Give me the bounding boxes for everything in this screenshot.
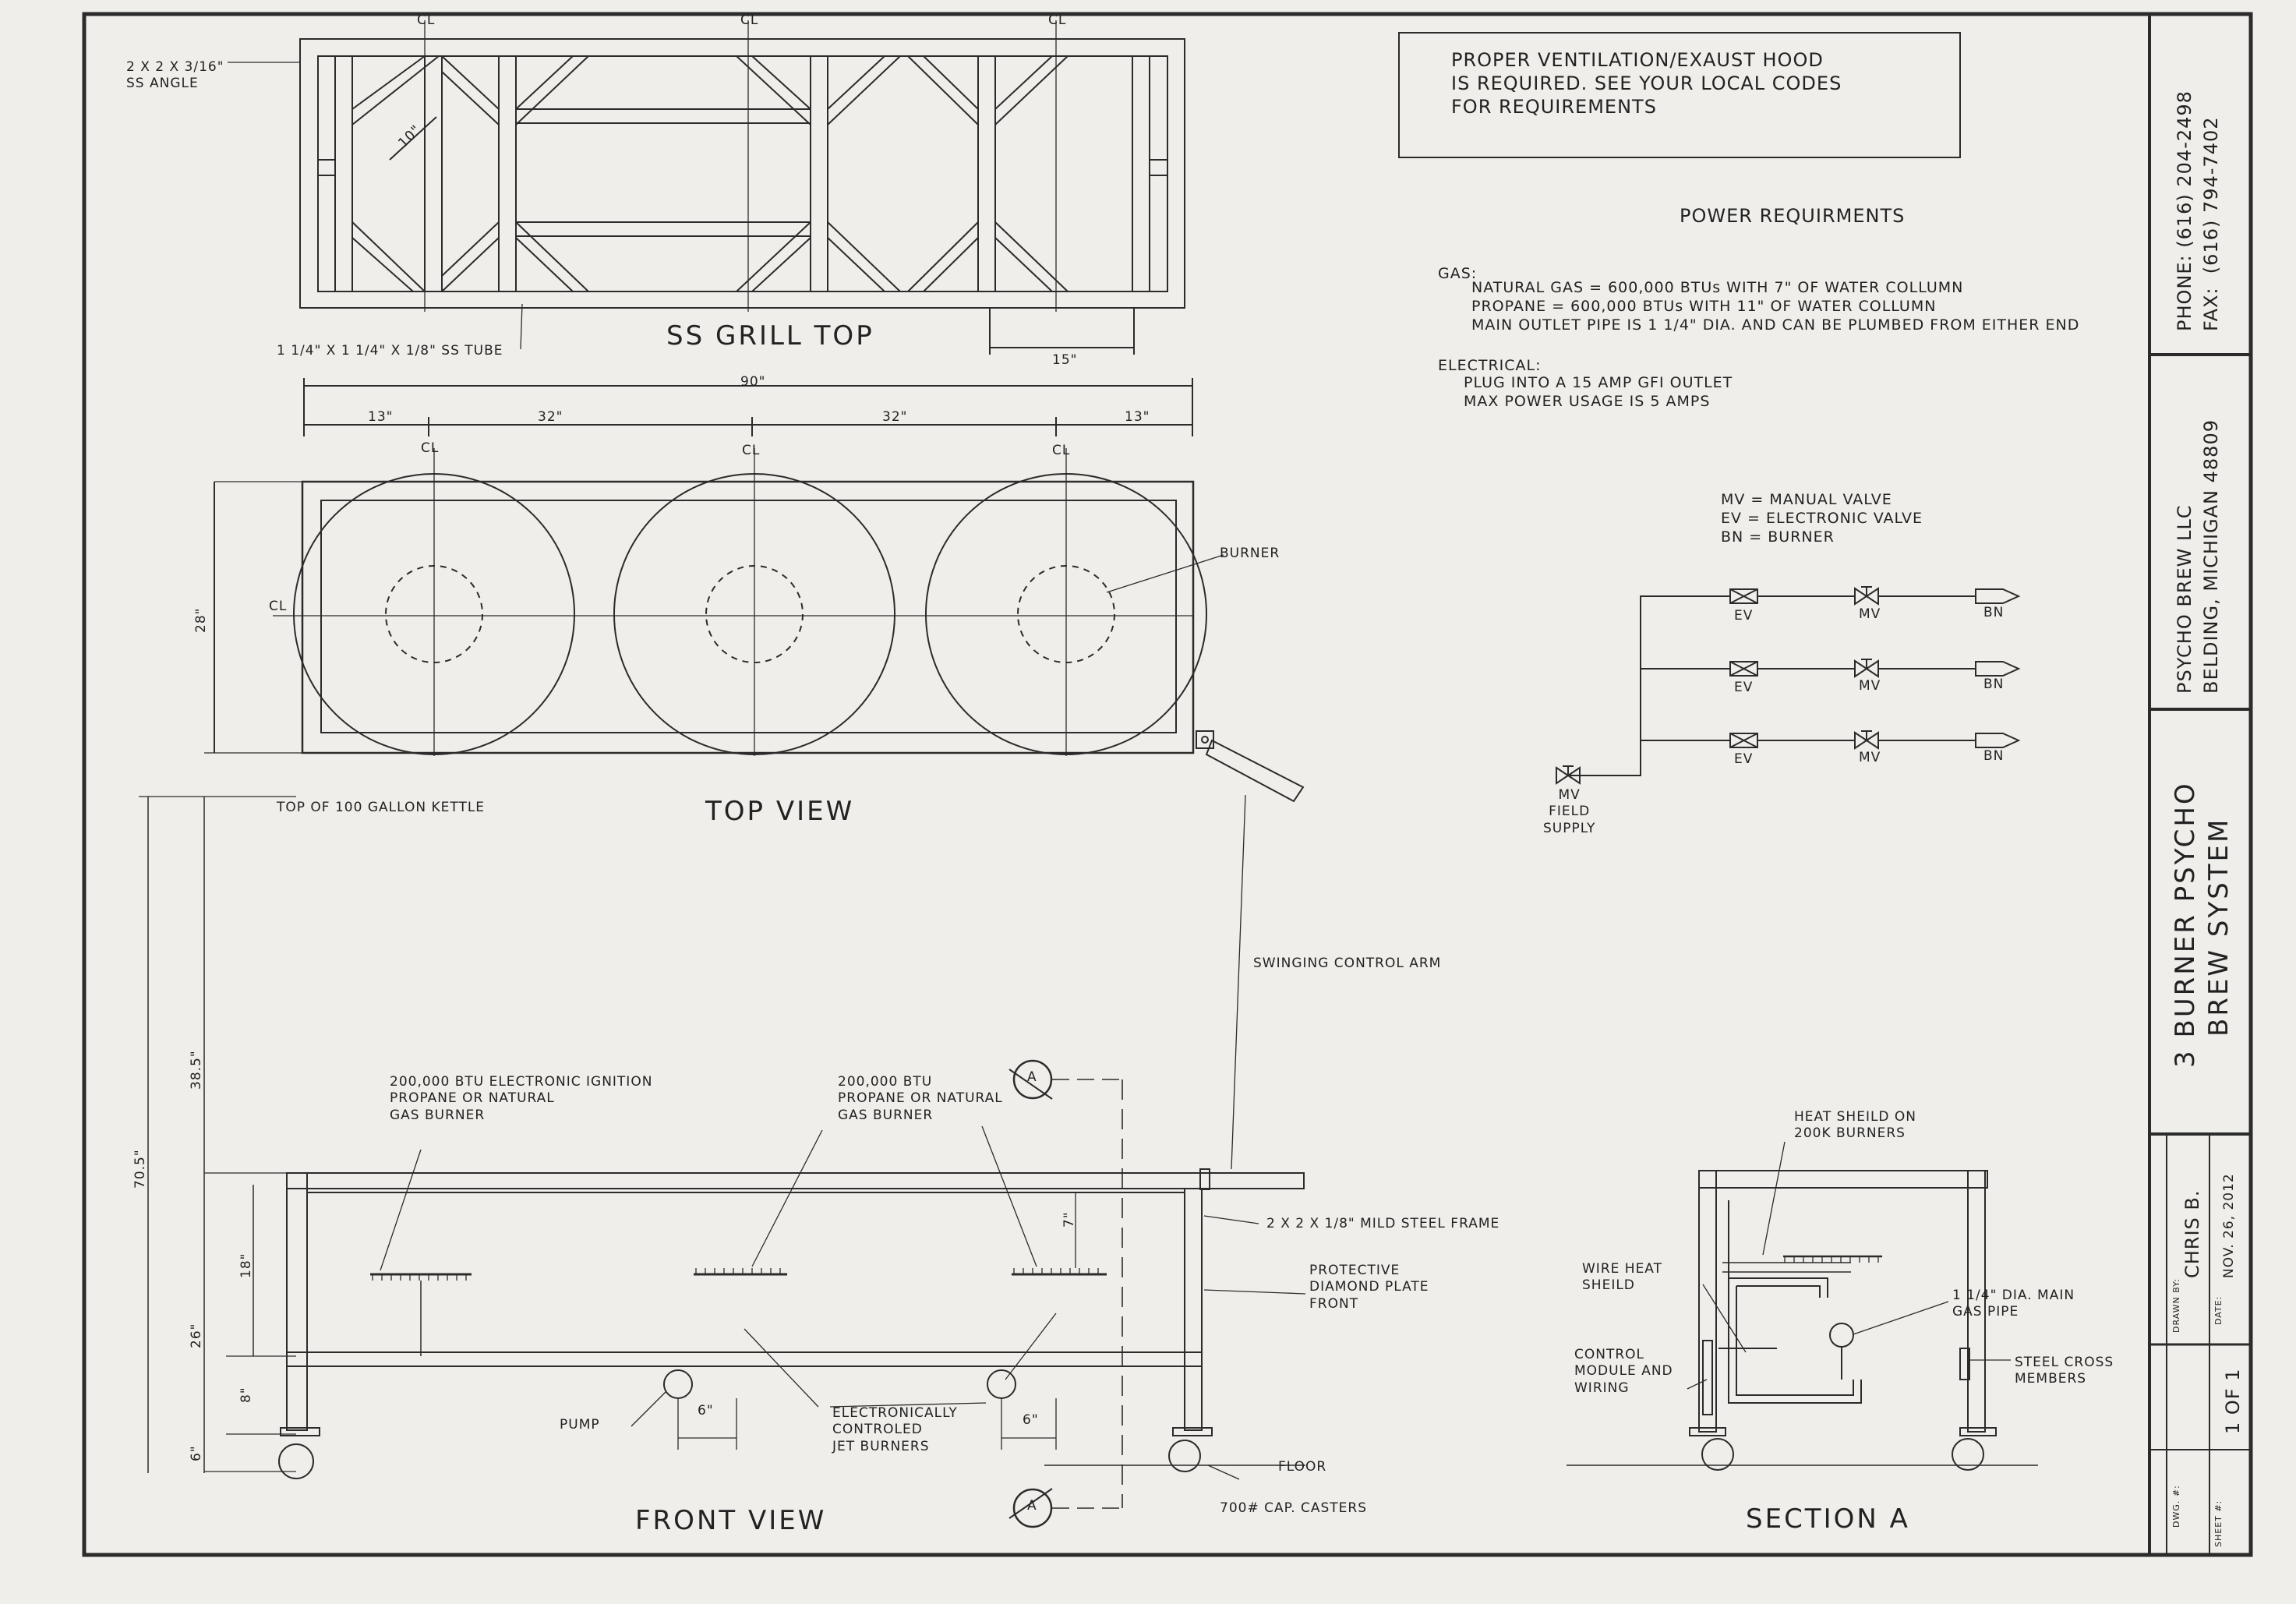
ev-label-1: EV bbox=[1734, 608, 1754, 624]
electronic-valve-symbols bbox=[1729, 588, 1758, 748]
company-address: BELDING, MICHIGAN 48809 bbox=[2200, 419, 2222, 694]
gas-schematic bbox=[1556, 586, 2021, 785]
top-cl-3: CL bbox=[1052, 443, 1071, 458]
date-label: DATE: bbox=[2213, 1295, 2224, 1325]
ss-angle-label: 2 X 2 X 3/16" SS ANGLE bbox=[126, 59, 224, 92]
mv-label-1: MV bbox=[1859, 606, 1881, 622]
ventilation-box bbox=[1398, 32, 1961, 158]
front-view-title: FRONT VIEW bbox=[635, 1505, 827, 1536]
swinging-arm-label: SWINGING CONTROL ARM bbox=[1253, 956, 1442, 971]
dim-6-vertical: 6" bbox=[189, 1445, 204, 1461]
steel-frame-label: 2 X 2 X 1/8" MILD STEEL FRAME bbox=[1266, 1216, 1500, 1231]
dim-38-5: 38.5" bbox=[189, 1050, 204, 1090]
project-title-line-2: BREW SYSTEM bbox=[2203, 817, 2234, 1037]
ev-label-3: EV bbox=[1734, 751, 1754, 767]
bn-label-3: BN bbox=[1983, 748, 2005, 764]
jet-burners-label: ELECTRONICALLY CONTROLED JET BURNERS bbox=[832, 1405, 958, 1454]
ss-tube-label: 1 1/4" X 1 1/4" X 1/8" SS TUBE bbox=[277, 343, 503, 359]
legend-mv: MV = MANUAL VALVE bbox=[1721, 491, 1892, 508]
mv-label-2: MV bbox=[1859, 678, 1881, 694]
section-marker-bottom: A bbox=[1027, 1498, 1037, 1514]
legend-bn: BN = BURNER bbox=[1721, 528, 1835, 546]
dim-7: 7" bbox=[1061, 1211, 1077, 1228]
fax-number: FAX: (616) 794-7402 bbox=[2200, 116, 2222, 331]
power-requirements-title: POWER REQUIRMENTS bbox=[1680, 205, 1906, 227]
dim-13-left: 13" bbox=[368, 409, 394, 425]
mv-label-3: MV bbox=[1859, 750, 1881, 765]
bn-label-1: BN bbox=[1983, 605, 2005, 620]
project-title-line-1: 3 BURNER PSYCHO bbox=[2170, 781, 2201, 1068]
section-a-drawing bbox=[1567, 1141, 2038, 1471]
dwg-number-label: DWG. #: bbox=[2171, 1485, 2181, 1528]
dim-70-5: 70.5" bbox=[132, 1149, 148, 1189]
burner-label: BURNER bbox=[1220, 546, 1280, 561]
section-marker-top: A bbox=[1027, 1069, 1037, 1085]
legend-ev: EV = ELECTRONIC VALVE bbox=[1721, 510, 1923, 527]
dim-depth-28: 28" bbox=[193, 607, 209, 633]
drawing-date: NOV. 26, 2012 bbox=[2221, 1173, 2237, 1278]
section-a-title: SECTION A bbox=[1746, 1503, 1910, 1535]
manual-valve-symbols bbox=[1556, 586, 1879, 785]
dim-6-jet: 6" bbox=[1023, 1412, 1039, 1428]
dim-32-right: 32" bbox=[882, 409, 908, 425]
ev-label-2: EV bbox=[1734, 680, 1754, 695]
dim-18: 18" bbox=[238, 1252, 254, 1278]
phone-number: PHONE: (616) 204-2498 bbox=[2174, 90, 2195, 331]
drawn-by: CHRIS B. bbox=[2181, 1189, 2203, 1278]
dim-6-pump: 6" bbox=[698, 1403, 714, 1419]
front-view-drawing bbox=[139, 794, 1306, 1528]
field-supply-label: MV FIELD SUPPLY bbox=[1543, 787, 1596, 836]
grill-dim-15: 15" bbox=[1052, 352, 1078, 368]
electrical-heading: ELECTRICAL: bbox=[1438, 357, 1542, 374]
floor-label: FLOOR bbox=[1278, 1459, 1327, 1475]
wire-shield-label: WIRE HEAT SHEILD bbox=[1582, 1261, 1662, 1294]
dim-8: 8" bbox=[238, 1387, 254, 1403]
cross-members-label: STEEL CROSS MEMBERS bbox=[2015, 1355, 2114, 1387]
grill-cl-3: CL bbox=[1048, 12, 1067, 28]
casters-label: 700# CAP. CASTERS bbox=[1220, 1500, 1368, 1516]
electronic-burner-label: 200,000 BTU ELECTRONIC IGNITION PROPANE … bbox=[390, 1074, 653, 1123]
top-cl-horizontal: CL bbox=[269, 599, 288, 614]
kettle-label: TOP OF 100 GALLON KETTLE bbox=[277, 800, 486, 815]
electrical-requirements: PLUG INTO A 15 AMP GFI OUTLET MAX POWER … bbox=[1464, 374, 1733, 410]
dim-26: 26" bbox=[189, 1323, 204, 1348]
drawn-by-label: DRAWN BY: bbox=[2171, 1277, 2181, 1333]
main-gas-pipe-label: 1 1/4" DIA. MAIN GAS PIPE bbox=[1952, 1288, 2075, 1320]
diamond-plate-label: PROTECTIVE DIAMOND PLATE FRONT bbox=[1309, 1263, 1429, 1312]
dim-overall-90: 90" bbox=[740, 374, 766, 390]
grill-top-title: SS GRILL TOP bbox=[666, 320, 874, 352]
grill-cl-1: CL bbox=[417, 12, 436, 28]
sheet-number-label: SHEET #: bbox=[2213, 1500, 2224, 1547]
top-cl-1: CL bbox=[421, 440, 440, 456]
heat-shield-label: HEAT SHEILD ON 200K BURNERS bbox=[1794, 1109, 1917, 1142]
sheet-number: 1 OF 1 bbox=[2222, 1368, 2244, 1435]
grill-top-drawing bbox=[228, 20, 1185, 355]
top-view-drawing bbox=[204, 378, 1305, 803]
bn-label-2: BN bbox=[1983, 677, 2005, 692]
sheet-border bbox=[82, 12, 2253, 1557]
burner-symbols bbox=[1975, 588, 2021, 748]
top-view-title: TOP VIEW bbox=[705, 796, 855, 827]
gas-burner-label: 200,000 BTU PROPANE OR NATURAL GAS BURNE… bbox=[838, 1074, 1003, 1123]
gas-requirements: NATURAL GAS = 600,000 BTUs WITH 7" OF WA… bbox=[1471, 279, 2080, 334]
dim-13-right: 13" bbox=[1125, 409, 1150, 425]
ventilation-note: PROPER VENTILATION/EXAUST HOOD IS REQUIR… bbox=[1451, 49, 1842, 118]
control-module-label: CONTROL MODULE AND WIRING bbox=[1574, 1347, 1673, 1396]
grill-cl-2: CL bbox=[740, 12, 759, 28]
gas-heading: GAS: bbox=[1438, 265, 1478, 282]
pump-label: PUMP bbox=[560, 1417, 600, 1433]
company-name: PSYCHO BREW LLC bbox=[2174, 504, 2195, 694]
dim-32-left: 32" bbox=[538, 409, 563, 425]
top-cl-2: CL bbox=[742, 443, 761, 458]
